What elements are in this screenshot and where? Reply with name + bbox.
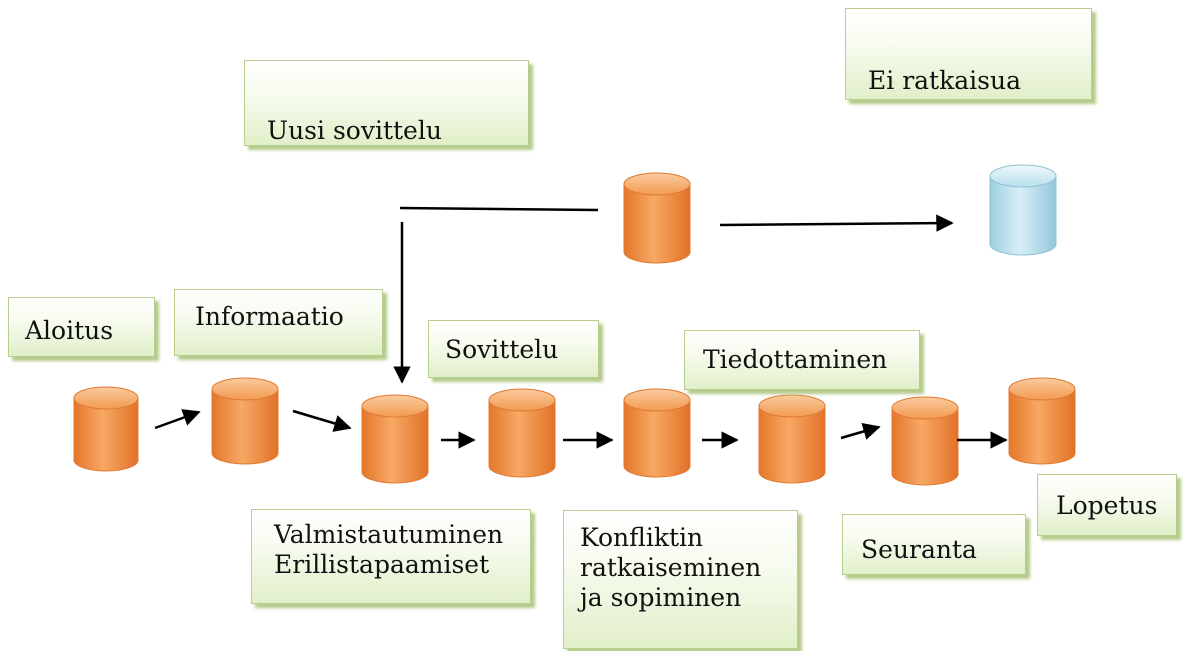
cylinder-lopetus bbox=[1008, 377, 1076, 465]
box-sovittelu: Sovittelu bbox=[428, 320, 599, 378]
box-seuranta-text: Seuranta bbox=[861, 535, 977, 564]
cylinder-seuranta bbox=[891, 396, 959, 486]
line-uusi-sovittelu-return bbox=[399, 206, 599, 212]
box-valmistautuminen-line1: Valmistautuminen bbox=[274, 520, 504, 549]
cylinder-valmistautuminen bbox=[361, 394, 429, 484]
box-sovittelu-text: Sovittelu bbox=[445, 335, 559, 364]
box-konfliktin-line1: Konfliktin bbox=[580, 523, 704, 552]
arrow-informaatio-valmistautuminen bbox=[292, 409, 352, 432]
box-aloitus-text: Aloitus bbox=[25, 316, 114, 345]
box-valmistautuminen: Valmistautuminen Erillistapaamiset bbox=[251, 509, 531, 604]
box-ei-ratkaisua-text: Ei ratkaisua bbox=[868, 66, 1021, 95]
cylinder-konfliktin bbox=[623, 388, 691, 478]
box-informaatio-text: Informaatio bbox=[195, 302, 344, 331]
box-konfliktin-line2: ratkaiseminen bbox=[580, 553, 762, 582]
arrow-to-ei-ratkaisua bbox=[719, 214, 954, 232]
box-lopetus-text: Lopetus bbox=[1056, 491, 1158, 520]
box-ei-ratkaisua: Ei ratkaisua bbox=[845, 8, 1092, 100]
box-valmistautuminen-line2: Erillistapaamiset bbox=[274, 550, 490, 579]
cylinder-aloitus bbox=[73, 386, 139, 472]
box-lopetus: Lopetus bbox=[1037, 474, 1177, 536]
box-uusi-sovittelu-text: Uusi sovittelu bbox=[267, 116, 442, 145]
cylinder-informaatio bbox=[211, 377, 279, 465]
box-aloitus: Aloitus bbox=[8, 297, 155, 357]
box-tiedottaminen-text: Tiedottaminen bbox=[703, 345, 888, 374]
box-konfliktin-line3: ja sopiminen bbox=[580, 583, 742, 612]
arrow-tiedottaminen-seuranta bbox=[840, 422, 881, 440]
cylinder-uusi-sovittelu bbox=[623, 172, 691, 264]
box-informaatio: Informaatio bbox=[174, 289, 383, 356]
cylinder-ei-ratkaisua bbox=[989, 164, 1057, 256]
arrow-aloitus-informaatio bbox=[154, 409, 201, 430]
cylinder-tiedottaminen bbox=[758, 394, 826, 484]
box-uusi-sovittelu: Uusi sovittelu bbox=[244, 60, 529, 146]
box-tiedottaminen: Tiedottaminen bbox=[684, 330, 920, 390]
box-seuranta: Seuranta bbox=[842, 514, 1026, 575]
cylinder-sovittelu bbox=[488, 388, 556, 478]
box-konfliktin: Konfliktin ratkaiseminen ja sopiminen bbox=[563, 510, 798, 649]
